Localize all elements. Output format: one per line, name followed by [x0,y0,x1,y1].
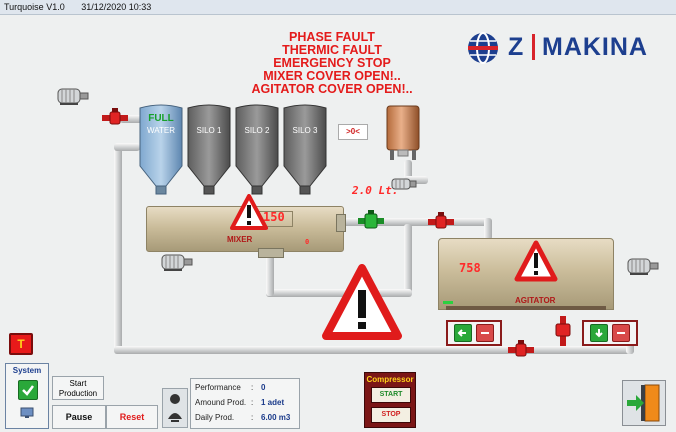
arrow-left-icon [457,329,466,337]
monitor-icon[interactable] [20,406,34,418]
title-bar: Turquoise V1.0 31/12/2020 10:33 [0,0,676,15]
pipe-additive-drop [404,160,412,182]
mixer-display: 150 [263,210,285,224]
performance-value: 0 [261,383,266,392]
system-ok-button[interactable] [18,380,38,400]
arrow-down-icon [595,329,603,338]
app-title: Turquoise V1.0 [4,2,65,12]
silo-water-label: WATER [147,126,175,135]
daily-value: 6.00 m3 [261,413,291,422]
mixer-bottom-flange [258,248,284,258]
system-panel: System [5,363,49,429]
alarm-phase-fault: PHASE FAULT [289,30,375,44]
agitator-label: AGITATOR [515,296,556,305]
start-production-button[interactable]: Start Production [52,376,104,400]
amount-value: 1 adet [261,398,285,407]
valve-agitator-drain[interactable] [554,316,572,346]
arrow-down-button[interactable] [590,324,608,342]
silo-2[interactable]: SILO 2 [234,104,280,196]
agitator-warning-icon [514,240,558,282]
pipe-mixer-outlet [266,248,274,296]
silo-water[interactable]: FULL WATER [138,104,184,196]
compressor-title: Compressor [366,375,414,384]
pump-motor-agitator[interactable] [626,256,660,276]
globe-icon [468,32,498,64]
pipe-mixer-to-agitator [342,218,492,226]
mixer-label: MIXER [227,235,253,244]
compressor-start-button[interactable]: START [371,387,411,403]
agitator-left-controls [446,320,502,346]
mixer-counter: 0 [305,238,310,246]
emergency-warning-icon [322,264,402,340]
system-title: System [12,366,42,375]
stop-right-button[interactable] [612,324,630,342]
silo-1-label: SILO 1 [196,126,222,135]
minus-icon [617,332,625,334]
additive-tank[interactable] [384,104,422,162]
exit-door-icon [627,384,660,422]
compressor-stop-button[interactable]: STOP [371,407,411,423]
operator-icon [162,388,188,428]
valve-water-inlet[interactable] [102,108,128,126]
pipe-water-inlet [120,115,142,123]
silo-1[interactable]: SILO 1 [186,104,232,196]
minus-icon [481,332,489,334]
agitator-display: 758 [459,261,481,275]
pipe-bottom [114,346,634,354]
valve-mixer-outlet-green[interactable] [358,210,384,230]
production-stats-panel: Performance : 0 Amound Prod. : 1 adet Da… [190,378,300,429]
pause-button[interactable]: Pause [52,405,106,429]
alarm-agitator-cover: AGITATOR COVER OPEN!.. [251,82,413,96]
pipe-loop-bottom [266,289,412,297]
pump-motor-additive[interactable] [390,176,418,192]
arrow-left-button[interactable] [454,324,472,342]
t-badge[interactable]: T [9,333,33,355]
logo-name: MAKINA [542,33,648,61]
datetime: 31/12/2020 10:33 [81,2,152,12]
alarm-thermic-fault: THERMIC FAULT [282,43,382,57]
valve-agitator-inlet[interactable] [428,212,454,230]
exit-button[interactable] [622,380,666,426]
pipe-loop-right [404,224,412,296]
company-logo: Z MAKINA [466,30,662,66]
agitator-right-controls [582,320,638,346]
pump-motor-mixer[interactable] [160,252,194,272]
agitator-tank[interactable]: 758 AGITATOR [438,238,614,310]
checkmark-icon [22,385,34,396]
pipe-additive-elbow [404,176,428,184]
stop-left-button[interactable] [476,324,494,342]
mixer-outlet-flange [336,214,346,232]
pipe-water-elbow [114,143,140,151]
reset-button[interactable]: Reset [106,405,158,429]
logo-z: Z [508,33,524,61]
silo-status-full: FULL [148,113,174,124]
daily-colon: : [251,413,254,422]
agitator-status-led [443,301,453,304]
silo-3-label: SILO 3 [292,126,318,135]
silo-3[interactable]: SILO 3 [282,104,328,196]
alarm-mixer-cover: MIXER COVER OPEN!.. [263,69,401,83]
mixer-warning-icon [230,194,268,230]
pump-motor-top-left[interactable] [56,86,90,106]
alarm-emergency-stop: EMERGENCY STOP [273,56,391,70]
valve-bottom-line[interactable] [508,340,534,358]
daily-label: Daily Prod. [195,413,235,422]
amount-colon: : [251,398,254,407]
pipe-left-vertical [114,146,122,354]
agitator-base [446,306,606,310]
performance-label: Performance [195,383,241,392]
silo-2-label: SILO 2 [244,126,270,135]
pipe-agitator-inlet [484,218,492,240]
performance-colon: : [251,383,254,392]
logo-divider [532,34,535,60]
amount-label: Amound Prod. [195,398,247,407]
tare-zero-button[interactable]: >0< [338,124,368,140]
additive-dose-readout: 2.0 Lt. [352,184,399,197]
compressor-panel: Compressor START STOP [364,372,416,428]
